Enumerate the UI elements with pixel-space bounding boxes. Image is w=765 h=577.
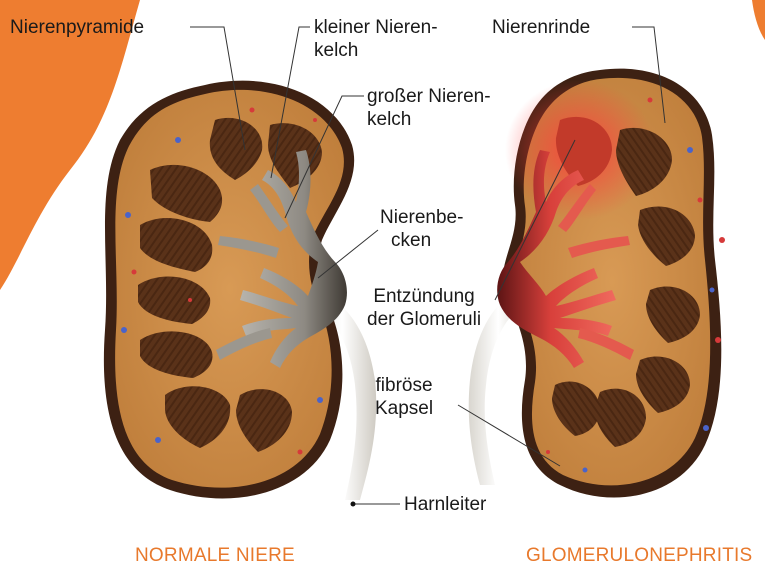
label-fibroese-kapsel: fibröse Kapsel <box>375 374 433 420</box>
caption-glomerulonephritis: GLOMERULONEPHRITIS <box>526 545 752 567</box>
inflamed-kidney <box>469 69 725 498</box>
label-grosser-nierenkelch: großer Nieren- kelch <box>367 85 491 131</box>
caption-normale-niere: NORMALE NIERE <box>135 545 295 567</box>
label-nierenpyramide: Nierenpyramide <box>10 16 144 39</box>
label-nierenrinde: Nierenrinde <box>492 16 590 39</box>
label-entzuendung-glomeruli: Entzündung der Glomeruli <box>367 285 481 331</box>
label-harnleiter: Harnleiter <box>404 493 486 516</box>
orange-edge-right <box>752 0 765 40</box>
normal-kidney <box>104 81 376 500</box>
label-nierenbecken: Nierenbe- cken <box>380 206 463 252</box>
label-kleiner-nierenkelch: kleiner Nieren- kelch <box>314 16 438 62</box>
harnleiter-pointer-dot <box>351 502 356 507</box>
